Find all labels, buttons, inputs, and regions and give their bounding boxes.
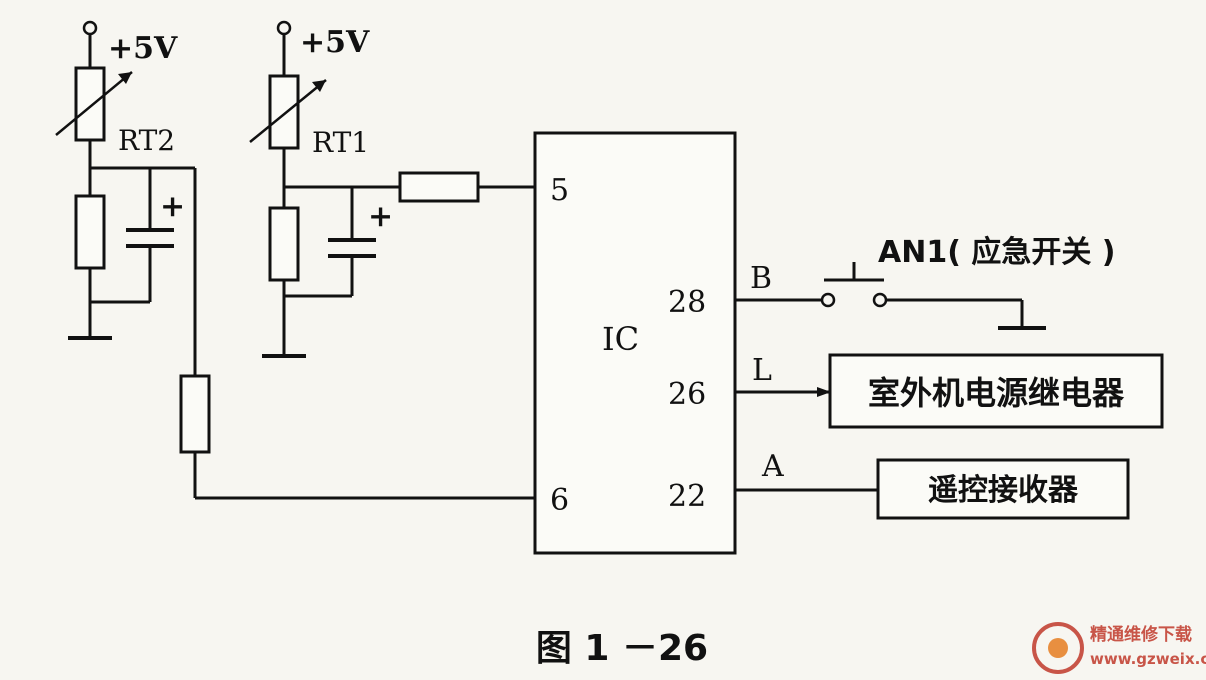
supply-terminal-left xyxy=(82,20,98,36)
supply-label-right: +5V xyxy=(300,25,370,60)
resistor-to-pin5 xyxy=(398,171,480,203)
supply-terminal-right xyxy=(276,20,292,36)
net-l-label: L xyxy=(752,353,772,388)
pin26-label: 26 xyxy=(668,377,706,412)
watermark: 精通维修下载 www.gzweix.com xyxy=(1032,622,1206,674)
resistor-to-pin6 xyxy=(179,374,211,454)
watermark-logo xyxy=(1032,622,1084,674)
receiver-label: 遥控接收器 xyxy=(928,473,1079,508)
capacitor-right-polarity: + xyxy=(368,199,393,234)
receiver-block xyxy=(876,458,1130,520)
figure-caption: 图 1 －26 xyxy=(536,628,708,669)
switch-contact-left xyxy=(820,292,836,308)
relay-block xyxy=(828,353,1164,429)
switch-an1-label: AN1( 应急开关 ) xyxy=(878,235,1116,270)
pin22-label: 22 xyxy=(668,479,706,514)
pin28-label: 28 xyxy=(668,285,706,320)
thermistor-rt1 xyxy=(268,74,300,150)
ic-label: IC xyxy=(602,320,639,358)
resistor-right-divider xyxy=(268,206,300,282)
thermistor-rt2 xyxy=(74,66,106,142)
watermark-logo-core xyxy=(1048,638,1068,658)
supply-label-left: +5V xyxy=(108,31,178,66)
rt2-branch xyxy=(55,20,535,500)
pin5-label: 5 xyxy=(550,173,569,208)
thermistor-rt2-arrow xyxy=(55,71,133,136)
rt1-label: RT1 xyxy=(312,126,369,159)
capacitor-left-polarity: + xyxy=(160,189,185,224)
watermark-url: www.gzweix.com xyxy=(1090,650,1206,668)
watermark-name: 精通维修下载 xyxy=(1090,624,1192,645)
ic-outputs xyxy=(735,262,1164,520)
switch-contact-right xyxy=(872,292,888,308)
ic-chip xyxy=(533,131,737,555)
pin6-label: 6 xyxy=(550,483,569,518)
net-b-label: B xyxy=(750,261,772,296)
net-a-label: A xyxy=(761,449,784,484)
relay-label: 室外机电源继电器 xyxy=(868,374,1125,412)
rt1-branch xyxy=(249,20,535,358)
rt2-label: RT2 xyxy=(118,124,175,157)
thermistor-rt1-arrow xyxy=(249,79,327,143)
resistor-left-divider xyxy=(74,194,106,270)
